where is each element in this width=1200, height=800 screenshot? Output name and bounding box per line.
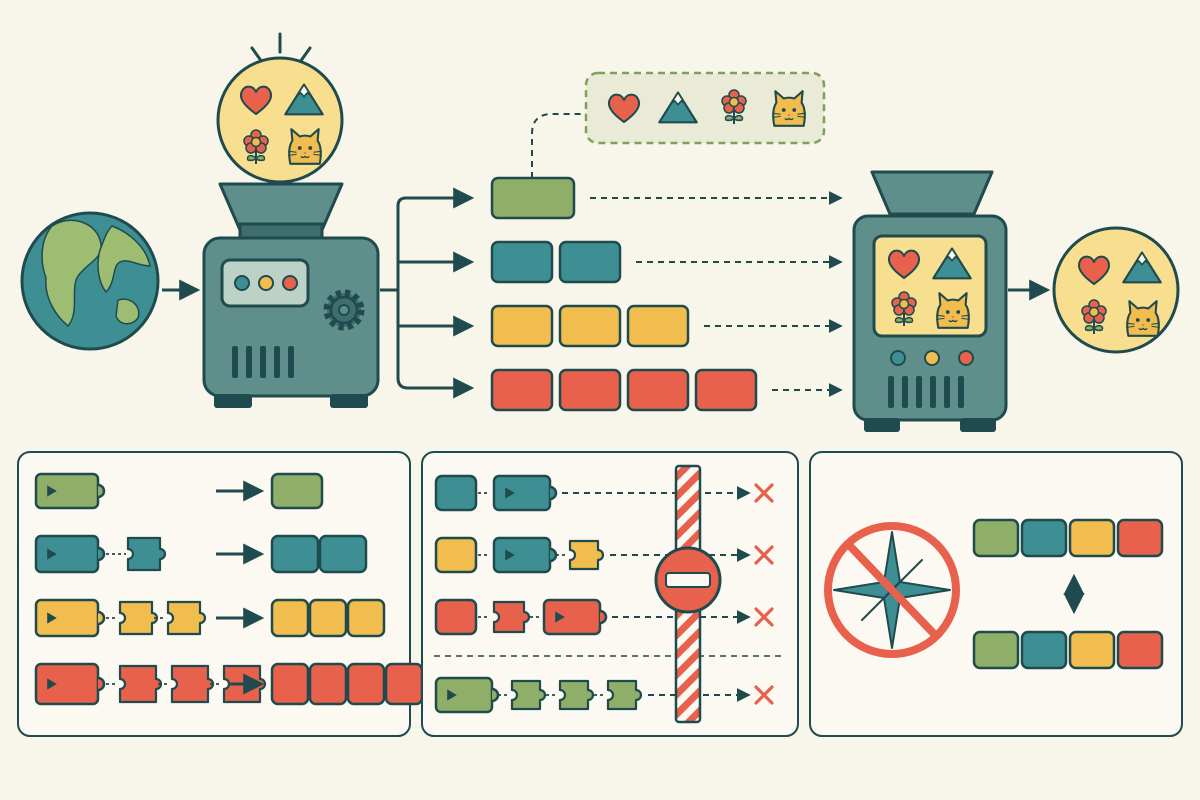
no-entry-icon: [654, 546, 722, 614]
sequence-block: [972, 630, 1020, 670]
sequence-block: [1116, 630, 1164, 670]
token-block: [346, 662, 386, 706]
panel-order-content: [824, 518, 1164, 670]
puzzle-piece: [118, 600, 159, 636]
puzzle-piece: [606, 679, 643, 711]
token-block: [490, 304, 554, 348]
start-token: [34, 472, 106, 510]
sequence-block: [1020, 630, 1068, 670]
token-block: [490, 368, 554, 412]
panel-blocked-content: [434, 464, 786, 724]
token-block: [270, 662, 310, 706]
start-token: [542, 598, 608, 636]
token-block: [384, 662, 424, 706]
token-block: [626, 368, 690, 412]
puzzle-piece: [166, 600, 207, 636]
token-block: [308, 662, 348, 706]
start-token: [492, 474, 558, 512]
token-block: [490, 176, 576, 220]
encoder-machine-icon: [202, 182, 380, 408]
prohibited-compass-icon: [824, 522, 960, 658]
token-block: [308, 598, 348, 638]
start-token: [492, 536, 558, 574]
puzzle-piece: [568, 539, 605, 571]
panel-blocked: [421, 451, 799, 737]
token-block: [270, 598, 310, 638]
puzzle-piece: [492, 600, 531, 634]
gear-icon: [323, 289, 365, 331]
branch-arrows: [380, 187, 475, 399]
concept-callout: [531, 71, 826, 178]
puzzle-piece: [170, 664, 215, 704]
lead-token: [434, 598, 478, 636]
token-block: [558, 368, 622, 412]
pipeline: [20, 32, 1180, 432]
token-block: [694, 368, 758, 412]
start-token: [34, 662, 106, 706]
token-block: [270, 534, 320, 574]
sequence-block: [1068, 630, 1116, 670]
reconstructed-content-icon: [1052, 226, 1180, 354]
idea-bulb-icon: [216, 32, 344, 184]
token-rows: [490, 176, 843, 412]
puzzle-piece: [118, 664, 163, 704]
puzzle-piece: [558, 679, 595, 711]
token-block: [346, 598, 386, 638]
token-block: [490, 240, 554, 284]
start-token: [434, 676, 500, 714]
token-block: [558, 240, 622, 284]
token-block: [318, 534, 368, 574]
puzzle-piece: [510, 679, 547, 711]
sequence-block: [1020, 518, 1068, 558]
start-token: [34, 598, 106, 638]
token-block: [558, 304, 622, 348]
decoder-machine-icon: [852, 170, 1008, 432]
lead-token: [434, 474, 478, 512]
sequence-block: [972, 518, 1020, 558]
sequence-block: [1068, 518, 1116, 558]
puzzle-piece: [126, 536, 167, 572]
token-block: [626, 304, 690, 348]
sequence-block: [1116, 518, 1164, 558]
token-block: [270, 472, 324, 510]
start-token: [34, 534, 106, 574]
earth-globe-icon: [20, 211, 160, 351]
panel-growth-content: [34, 472, 424, 706]
lead-token: [434, 536, 478, 574]
